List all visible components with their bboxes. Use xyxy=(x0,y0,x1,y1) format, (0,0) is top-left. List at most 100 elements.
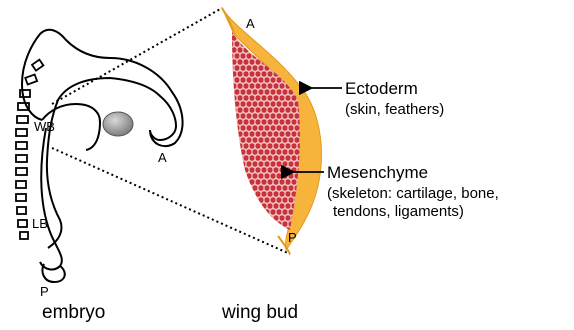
somite xyxy=(16,168,27,175)
mesenchyme-cell xyxy=(234,197,240,203)
mesenchyme-cell xyxy=(276,53,282,59)
mesenchyme-cell xyxy=(255,215,261,221)
bud-label-a: A xyxy=(246,16,255,31)
mesenchyme-cell xyxy=(243,215,249,221)
mesenchyme-cell xyxy=(225,215,231,221)
mesenchyme-cell xyxy=(237,191,243,197)
mesenchyme-cell xyxy=(264,29,270,35)
mesenchyme-cell xyxy=(225,119,231,125)
embryo-label-a: A xyxy=(158,150,167,165)
mesenchyme-cell xyxy=(279,227,285,233)
mesenchyme-cell xyxy=(228,137,234,143)
mesenchyme-cell xyxy=(270,29,276,35)
mesenchyme-cell xyxy=(234,209,240,215)
mesenchyme-cell xyxy=(240,173,246,179)
mesenchyme-cell xyxy=(300,77,306,83)
mesenchyme-cell xyxy=(255,227,261,233)
mesenchyme-cell xyxy=(228,125,234,131)
mesenchyme-cell xyxy=(285,59,291,65)
mesenchyme-cell xyxy=(246,221,252,227)
mesenchyme-cell xyxy=(294,65,300,71)
mesenchyme-cell xyxy=(276,29,282,35)
ectoderm-sublabel: (skin, feathers) xyxy=(345,101,444,118)
mesenchyme-cell xyxy=(300,41,306,47)
mesenchyme-cell xyxy=(270,41,276,47)
mesenchyme-cell xyxy=(288,65,294,71)
mesenchyme-cell xyxy=(225,191,231,197)
mesenchyme-cell xyxy=(231,155,237,161)
mesenchyme-cell xyxy=(243,227,249,233)
mesenchyme-cell xyxy=(300,29,306,35)
mesenchyme-cell xyxy=(228,173,234,179)
mesenchyme-cell xyxy=(267,35,273,41)
mesenchyme-cell xyxy=(267,227,273,233)
embryo-label-p: P xyxy=(40,284,49,299)
mesenchyme-cell xyxy=(258,29,264,35)
mesenchyme-cell xyxy=(228,149,234,155)
mesenchyme-cell xyxy=(228,77,234,83)
mesenchyme-cell xyxy=(255,203,261,209)
mesenchyme-cell xyxy=(294,53,300,59)
mesenchyme-cell xyxy=(291,47,297,53)
mesenchyme-cell xyxy=(264,41,270,47)
mesenchyme-cell xyxy=(282,29,288,35)
mesenchyme-cell xyxy=(234,221,240,227)
mesenchyme-cell xyxy=(234,173,240,179)
mesenchyme-cell xyxy=(282,41,288,47)
mesenchyme-cell xyxy=(231,203,237,209)
mesenchyme-cell xyxy=(225,59,231,65)
wing-bud xyxy=(222,8,321,254)
somite xyxy=(16,129,27,136)
mesenchyme-cell xyxy=(225,95,231,101)
mesenchyme-cell xyxy=(225,83,231,89)
mesenchyme-cell xyxy=(294,41,300,47)
mesenchyme-cell xyxy=(228,89,234,95)
mesenchyme-cell xyxy=(225,107,231,113)
mesenchyme-cell xyxy=(228,161,234,167)
mesenchyme-cell xyxy=(282,53,288,59)
mesenchyme-cell xyxy=(285,35,291,41)
mesenchyme-cell xyxy=(255,35,261,41)
mesenchyme-cell xyxy=(249,203,255,209)
mesenchyme-cell xyxy=(234,185,240,191)
mesenchyme-cell xyxy=(231,131,237,137)
mesenchyme-cell xyxy=(246,209,252,215)
mesenchyme-cell xyxy=(231,143,237,149)
somite xyxy=(16,155,27,162)
mesenchyme-cell xyxy=(234,161,240,167)
mesenchyme-cell xyxy=(231,179,237,185)
mesenchyme-cell xyxy=(237,179,243,185)
mesenchyme-cell xyxy=(300,65,306,71)
mesenchyme-cell xyxy=(288,53,294,59)
mesenchyme-cell xyxy=(252,209,258,215)
mesenchyme-cell xyxy=(258,221,264,227)
mesenchyme-cell xyxy=(243,191,249,197)
mesenchyme-sublabel-2: tendons, ligaments) xyxy=(333,203,464,220)
mesenchyme-cell xyxy=(261,215,267,221)
mesenchyme-cell xyxy=(237,167,243,173)
somite xyxy=(16,181,26,188)
mesenchyme-cell xyxy=(228,113,234,119)
mesenchyme-cell xyxy=(231,119,237,125)
mesenchyme-cell xyxy=(225,179,231,185)
mesenchyme-cell xyxy=(243,179,249,185)
caption-wing-bud: wing bud xyxy=(221,302,298,323)
mesenchyme-cell xyxy=(231,191,237,197)
embryo-tail xyxy=(42,264,64,282)
mesenchyme-cell xyxy=(273,35,279,41)
mesenchyme-cell xyxy=(300,53,306,59)
mesenchyme-cell xyxy=(258,209,264,215)
mesenchyme-cell xyxy=(228,197,234,203)
mesenchyme-cell xyxy=(249,227,255,233)
mesenchyme-cell xyxy=(225,203,231,209)
mesenchyme-cell xyxy=(267,215,273,221)
somite xyxy=(16,194,26,201)
mesenchyme-cell xyxy=(240,197,246,203)
mesenchyme-cell xyxy=(240,221,246,227)
mesenchyme-cell xyxy=(225,131,231,137)
mesenchyme-cell xyxy=(264,221,270,227)
mesenchyme-sublabel-1: (skeleton: cartilage, bone, xyxy=(327,185,499,202)
mesenchyme-cell xyxy=(285,47,291,53)
mesenchyme-cell xyxy=(225,71,231,77)
mesenchyme-cell xyxy=(288,41,294,47)
